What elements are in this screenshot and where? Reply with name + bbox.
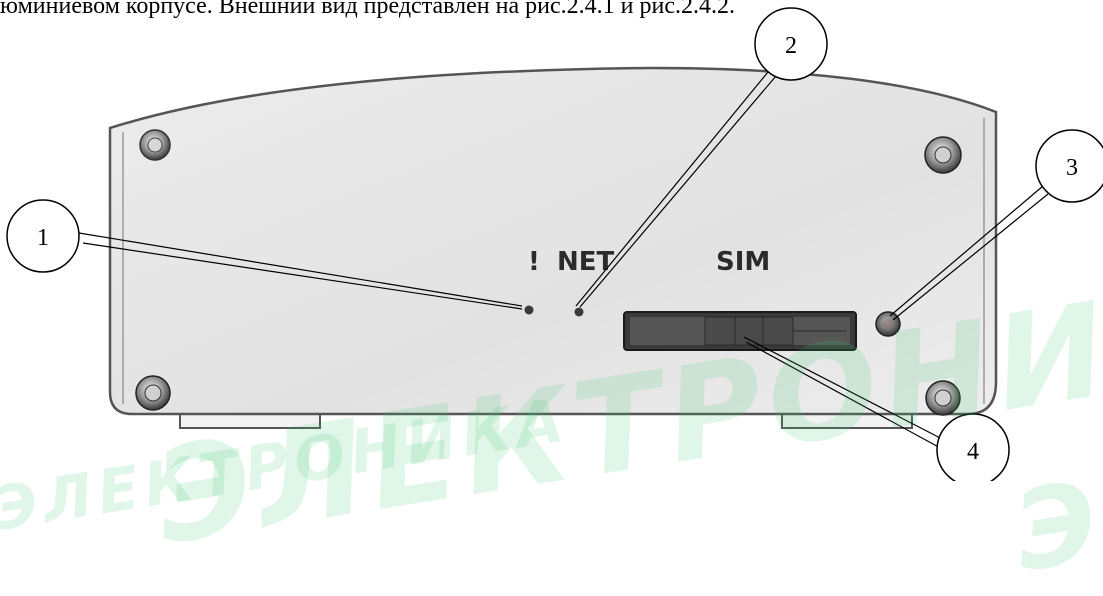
callout-leader-2 (575, 71, 777, 308)
callout-leader-1 (78, 232, 523, 310)
callout-leader-3 (889, 185, 1049, 321)
callout-4: 4 (936, 413, 1010, 481)
net-led-icon (574, 307, 584, 317)
callout-leader-4 (743, 336, 949, 451)
callout-2: 2 (754, 7, 828, 81)
screw-icon (924, 136, 962, 174)
screw-icon (925, 380, 961, 416)
callout-3: 3 (1035, 129, 1103, 203)
screw-icon (135, 375, 171, 411)
screw-icon (139, 129, 171, 161)
svg-text:2: 2 (785, 33, 797, 59)
document-text-line: юминиевом корпусе. Внешний вид представл… (0, 0, 735, 19)
device-figure: ! NET SIM 1 2 (6, 7, 1103, 481)
svg-text:3: 3 (1066, 155, 1078, 181)
device-enclosure (108, 66, 998, 416)
callout-1: 1 (6, 199, 80, 273)
svg-text:4: 4 (967, 439, 979, 465)
net-indicator-label: NET (557, 247, 615, 277)
sim-eject-button[interactable] (875, 311, 901, 337)
sim-slot-label: SIM (716, 247, 770, 277)
error-indicator-label: ! (528, 247, 540, 277)
svg-text:1: 1 (37, 225, 49, 251)
error-led-icon (524, 305, 534, 315)
sim-card-slot[interactable] (623, 311, 857, 351)
